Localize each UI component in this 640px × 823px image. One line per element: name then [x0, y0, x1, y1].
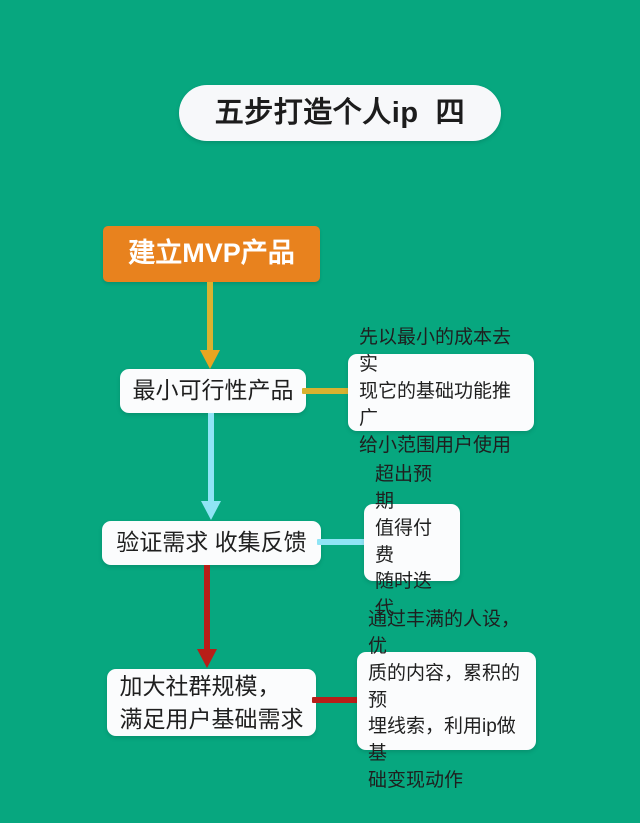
- gold-arrow-head: [200, 350, 220, 369]
- step-label-validate-demand: 验证需求 收集反馈: [116, 529, 307, 556]
- note-card-validate: 超出预期 值得付费 随时迭代: [364, 464, 460, 619]
- page-title: 五步打造个人ip 四: [214, 96, 466, 129]
- note-text-community: 通过丰满的人设，优 质的内容，累积的预 埋线索，利用ip做基 础变现动作: [368, 608, 521, 792]
- note-text-mvp: 先以最小的成本去实 现它的基础功能推广 给小范围用户使用: [359, 327, 512, 456]
- step-box-validate-demand[interactable]: 验证需求 收集反馈: [102, 521, 321, 565]
- step-label-grow-community: 加大社群规模， 满足用户基础需求: [119, 672, 304, 732]
- note-text-validate: 超出预期 值得付费 随时迭代: [375, 463, 433, 620]
- note-card-mvp: 先以最小的成本去实 现它的基础功能推广 给小范围用户使用: [348, 327, 534, 456]
- note-card-community: 通过丰满的人设，优 质的内容，累积的预 埋线索，利用ip做基 础变现动作: [357, 609, 536, 791]
- gold-connector-line: [302, 388, 354, 394]
- step-label-minimum-viable-product: 最小可行性产品: [132, 377, 294, 404]
- red-arrow-shaft: [204, 565, 210, 651]
- step-box-build-mvp[interactable]: 建立MVP产品: [103, 226, 320, 282]
- red-arrow-head: [197, 649, 217, 668]
- step-box-minimum-viable-product[interactable]: 最小可行性产品: [120, 369, 306, 413]
- red-connector-line: [312, 697, 363, 703]
- step-box-grow-community[interactable]: 加大社群规模， 满足用户基础需求: [107, 669, 316, 736]
- gold-arrow-shaft: [207, 282, 213, 352]
- cyan-arrow-shaft: [208, 413, 214, 503]
- page-title-pill: 五步打造个人ip 四: [179, 85, 501, 141]
- step-label-build-mvp: 建立MVP产品: [128, 238, 295, 269]
- cyan-connector-line: [317, 539, 369, 545]
- cyan-arrow-head: [201, 501, 221, 520]
